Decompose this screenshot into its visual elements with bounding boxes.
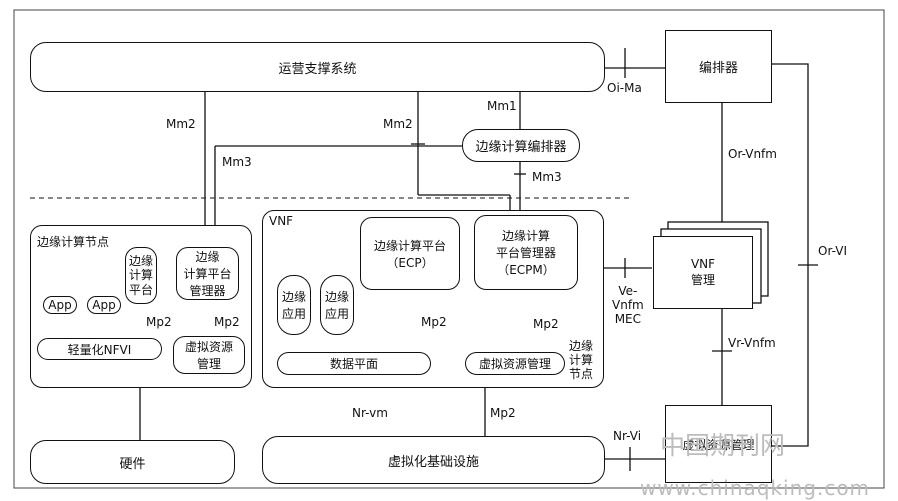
oss-label: 运营支撑系统 xyxy=(278,61,357,77)
virtual-resource-mgr-left-label: 虚拟资源 管理 xyxy=(184,340,233,371)
vnf-tag-label: VNF xyxy=(269,214,294,228)
hardware-box: 硬件 xyxy=(30,440,235,484)
lightweight-nfvi-box: 轻量化NFVI xyxy=(37,338,162,360)
vim-box: 虚拟资源管理 xyxy=(665,405,772,483)
link-mp2-c: Mp2 xyxy=(421,315,447,329)
link-mp2-d: Mp2 xyxy=(533,317,559,331)
link-mm2-mid: Mm2 xyxy=(383,117,413,131)
virtual-resource-mgr-right-label: 虚拟资源管理 xyxy=(478,357,551,371)
edge-orchestrator-box: 边缘计算编排器 xyxy=(462,129,580,162)
ecpm-label: 边缘计算 平台管理器 （ECPM） xyxy=(495,229,556,277)
lightweight-nfvi-label: 轻量化NFVI xyxy=(67,342,132,357)
hardware-label: 硬件 xyxy=(119,456,146,472)
edge-node-right-label: 边缘 计算 节点 xyxy=(569,339,594,381)
nfvi-label: 虚拟化基础设施 xyxy=(387,454,479,470)
link-mp2-e: Mp2 xyxy=(490,406,516,420)
watermark-url: www.chinaqking.com xyxy=(640,476,871,500)
link-ve-vnfm: Ve- Vnfm MEC xyxy=(612,284,644,326)
app-1-box: App xyxy=(43,296,77,314)
orchestrator-box: 编排器 xyxy=(665,30,772,103)
app-2-label: App xyxy=(92,298,116,312)
ecp-small-label: 边缘 计算 平台 xyxy=(128,253,153,297)
edge-app-2-label: 边缘 应用 xyxy=(324,290,349,321)
edge-orchestrator-label: 边缘计算编排器 xyxy=(475,140,567,155)
link-oi-ma: Oi-Ma xyxy=(607,81,642,95)
link-mm1: Mm1 xyxy=(487,99,517,113)
link-nr-vi: Nr-Vi xyxy=(613,429,642,443)
link-or-vi: Or-VI xyxy=(818,244,847,258)
data-plane-box: 数据平面 xyxy=(277,352,431,375)
ecp-small-box: 边缘 计算 平台 xyxy=(125,247,157,304)
app-1-label: App xyxy=(48,298,72,312)
nfvi-box: 虚拟化基础设施 xyxy=(262,436,605,484)
link-mp2-b: Mp2 xyxy=(214,315,240,329)
vnf-manager-box: VNF 管理 xyxy=(653,236,753,309)
link-or-vnfm: Or-Vnfm xyxy=(728,147,777,161)
ecp-box: 边缘计算平台 （ECP） xyxy=(360,217,460,290)
edge-app-2-box: 边缘 应用 xyxy=(320,275,354,335)
edge-app-1-box: 边缘 应用 xyxy=(277,275,311,335)
link-mm3-left: Mm3 xyxy=(222,155,252,169)
ecpm-box: 边缘计算 平台管理器 （ECPM） xyxy=(474,215,578,290)
edge-node-left-label: 边缘计算节点 xyxy=(37,235,110,249)
link-mm3-right: Mm3 xyxy=(532,170,562,184)
virtual-resource-mgr-right-box: 虚拟资源管理 xyxy=(465,352,565,375)
link-vr-vnfm: Vr-Vnfm xyxy=(728,336,776,350)
ecp-label: 边缘计算平台 （ECP） xyxy=(373,238,446,270)
watermark-cn: 中国期刊网 xyxy=(660,431,786,460)
link-mp2-a: Mp2 xyxy=(146,315,172,329)
orchestrator-label: 编排器 xyxy=(698,61,738,76)
data-plane-label: 数据平面 xyxy=(329,357,378,371)
vnf-manager-label: VNF 管理 xyxy=(690,257,716,287)
virtual-resource-mgr-left-box: 虚拟资源 管理 xyxy=(173,336,245,374)
app-2-box: App xyxy=(87,296,121,314)
oss-box: 运营支撑系统 xyxy=(30,42,605,92)
vim-label: 虚拟资源管理 xyxy=(682,437,755,452)
ecp-manager-small-label: 边缘 计算平台 管理器 xyxy=(183,250,232,298)
edge-app-1-label: 边缘 应用 xyxy=(281,290,306,321)
link-nr-vm: Nr-vm xyxy=(352,406,388,420)
ecp-manager-small-box: 边缘 计算平台 管理器 xyxy=(176,247,239,300)
link-mm2-left: Mm2 xyxy=(166,117,196,131)
